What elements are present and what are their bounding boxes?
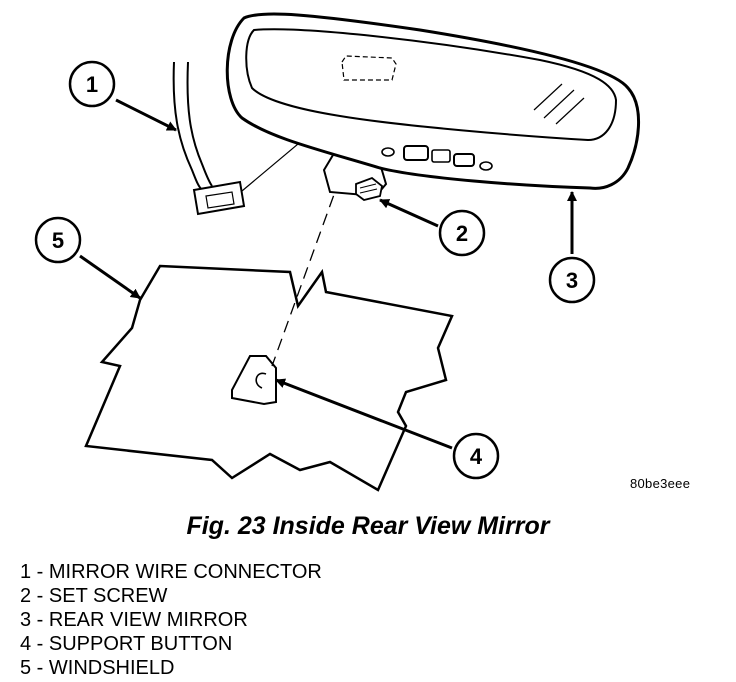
- legend-item: 2 - SET SCREW: [20, 585, 168, 607]
- set-screw-thread: [359, 183, 377, 189]
- set-screw: [355, 176, 383, 201]
- rear-view-mirror-glass: [245, 28, 618, 142]
- callout-3-number: 3: [566, 268, 578, 293]
- legend-item: 5 - WINDSHIELD: [20, 657, 175, 679]
- glare-line: [543, 89, 575, 119]
- glare-line: [533, 83, 563, 111]
- alignment-line-button: [271, 177, 341, 367]
- set-screw-thread: [359, 188, 378, 194]
- mirror-wire-connector: [192, 180, 246, 216]
- callout-2: 2: [438, 209, 486, 257]
- leader-arrow-1: [115, 98, 177, 132]
- figure-code: 80be3eee: [630, 476, 691, 491]
- leader-arrow-4: [275, 378, 453, 450]
- leader-arrow-2: [379, 198, 439, 228]
- mirror-wire: [172, 61, 203, 191]
- callout-4-number: 4: [470, 444, 483, 469]
- mirror-sensor-outline: [341, 55, 397, 81]
- support-button-notch: [255, 372, 267, 389]
- callout-2-number: 2: [456, 221, 468, 246]
- callout-3: 3: [548, 256, 596, 304]
- mirror-wire-connector-pins: [205, 191, 235, 209]
- callout-5-number: 5: [52, 228, 64, 253]
- figure-caption: Fig. 23 Inside Rear View Mirror: [186, 512, 550, 540]
- glare-line: [555, 97, 585, 125]
- callout-4: 4: [452, 432, 500, 480]
- legend-item: 3 - REAR VIEW MIRROR: [20, 609, 248, 631]
- mirror-button-far-right: [479, 161, 493, 171]
- leader-arrow-5: [79, 254, 141, 300]
- legend: 1 - MIRROR WIRE CONNECTOR 2 - SET SCREW …: [20, 560, 322, 680]
- mirror-button-right: [453, 153, 475, 167]
- mirror-diagram: 1 2 3 4 5: [34, 12, 640, 492]
- legend-item: 4 - SUPPORT BUTTON: [20, 633, 233, 655]
- callout-5: 5: [34, 216, 82, 264]
- mirror-indicator: [431, 149, 451, 163]
- mirror-wire: [186, 61, 213, 187]
- mirror-button-center: [403, 145, 429, 161]
- callout-1: 1: [68, 60, 116, 108]
- mirror-button-left: [381, 147, 395, 157]
- callout-1-number: 1: [86, 72, 98, 97]
- legend-item: 1 - MIRROR WIRE CONNECTOR: [20, 561, 322, 583]
